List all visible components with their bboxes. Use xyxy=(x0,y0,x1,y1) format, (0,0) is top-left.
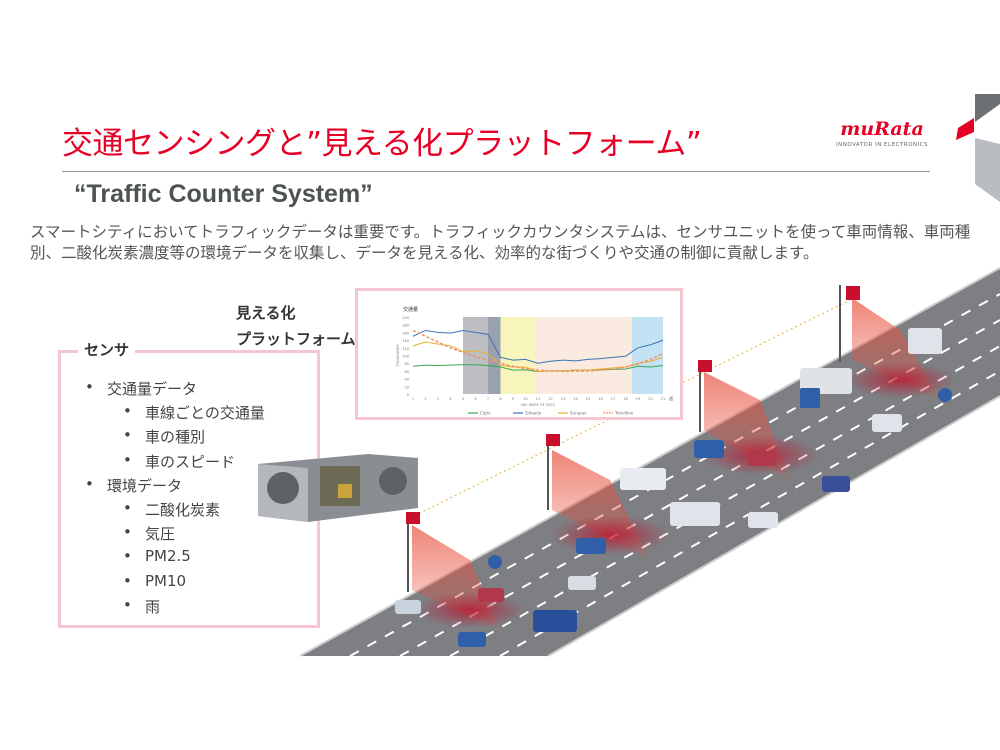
x-tick-label: 11 xyxy=(536,397,540,401)
chart-title: 交通量 xyxy=(403,306,418,313)
sensor-device-image xyxy=(258,454,418,522)
corner-decoration xyxy=(956,94,1000,202)
sensor-list-item: 環境データ xyxy=(85,475,182,496)
sensor-list-item: PM10 xyxy=(123,572,186,590)
y-tick-label: 180 xyxy=(402,324,409,328)
chart-period-band xyxy=(488,317,501,394)
y-tick-label: 40 xyxy=(405,378,409,382)
x-tick-label: 12 xyxy=(548,397,552,401)
slide-title: 交通センシングと”見える化プラットフォーム” xyxy=(62,126,702,162)
y-tick-label: 120 xyxy=(402,347,409,351)
y-tick-label: 140 xyxy=(402,339,409,343)
title-divider xyxy=(62,171,930,172)
x-tick-label: 17 xyxy=(611,397,615,401)
x-tick-label: 7 xyxy=(487,397,489,401)
platform-label-line1: 見える化 xyxy=(236,304,296,322)
x-tick-label: 13 xyxy=(561,397,565,401)
x-unit-label: 週 xyxy=(669,395,673,401)
murata-logo: muRata INNOVATOR IN ELECTRONICS xyxy=(832,118,932,148)
x-tick-label: 15 xyxy=(586,397,590,401)
subtitle: “Traffic Counter System” xyxy=(74,180,373,208)
chart-series-line xyxy=(412,329,664,364)
legend-label: Trendline xyxy=(614,411,634,416)
traffic-chart: 交通量020406080100120140160180200THOUSANDS1… xyxy=(396,306,673,416)
chart-period-band xyxy=(535,317,632,394)
sensor-list-item: 交通量データ xyxy=(85,378,197,399)
y-tick-label: 20 xyxy=(405,385,409,389)
sensor-panel-label: センサ xyxy=(78,339,136,360)
sensor-list-item: 車線ごとの交通量 xyxy=(123,402,265,423)
x-tick-label: 2 xyxy=(424,397,426,401)
sensor-list-item: 気圧 xyxy=(123,523,175,544)
x-tick-label: 9 xyxy=(512,397,514,401)
logo-tagline: INNOVATOR IN ELECTRONICS xyxy=(835,142,928,148)
x-tick-label: 8 xyxy=(499,397,501,401)
y-tick-label: 160 xyxy=(402,331,409,335)
sensor-list-item: PM2.5 xyxy=(123,547,191,565)
vehicles xyxy=(395,328,952,647)
x-tick-label: 4 xyxy=(449,397,452,401)
y-tick-label: 80 xyxy=(405,362,409,366)
x-tick-label: 16 xyxy=(598,397,602,401)
y-tick-label: 0 xyxy=(407,393,409,397)
chart-period-band xyxy=(631,317,663,394)
chart-period-band xyxy=(500,317,536,394)
sensor-list-item: 二酸化炭素 xyxy=(123,499,220,520)
y-tick-label: 60 xyxy=(405,370,409,374)
x-axis-label: Nth WEEK OF 2020 xyxy=(521,403,554,407)
sensor-list-item: 車の種別 xyxy=(123,426,205,447)
sensor-list-item: 車のスピード xyxy=(123,451,235,472)
x-tick-label: 10 xyxy=(523,397,527,401)
y-tick-label: 200 xyxy=(402,316,409,320)
x-tick-label: 18 xyxy=(623,397,627,401)
chart-series-line xyxy=(412,329,664,373)
platform-label: 見える化 プラットフォーム xyxy=(236,300,356,352)
legend-label: Surapan xyxy=(570,411,587,416)
legend-label: Cipto xyxy=(480,411,491,416)
legend-label: Sidoarjo xyxy=(525,411,542,416)
y-axis-label: THOUSANDS xyxy=(396,344,400,368)
x-tick-label: 20 xyxy=(648,397,652,401)
description: スマートシティにおいてトラフィックデータは重要です。トラフィックカウンタシステム… xyxy=(30,223,971,262)
platform-label-line2: プラットフォーム xyxy=(236,330,356,348)
sensor-list-item: 雨 xyxy=(123,596,160,617)
x-tick-label: 3 xyxy=(437,397,439,401)
x-tick-label: 1 xyxy=(412,397,414,401)
x-tick-label: 19 xyxy=(636,397,640,401)
x-tick-label: 14 xyxy=(573,397,578,401)
x-tick-label: 5 xyxy=(462,397,464,401)
y-tick-label: 100 xyxy=(402,355,409,359)
x-tick-label: 6 xyxy=(474,397,476,401)
x-tick-label: 21 xyxy=(661,397,665,401)
logo-word: muRata xyxy=(840,118,924,140)
